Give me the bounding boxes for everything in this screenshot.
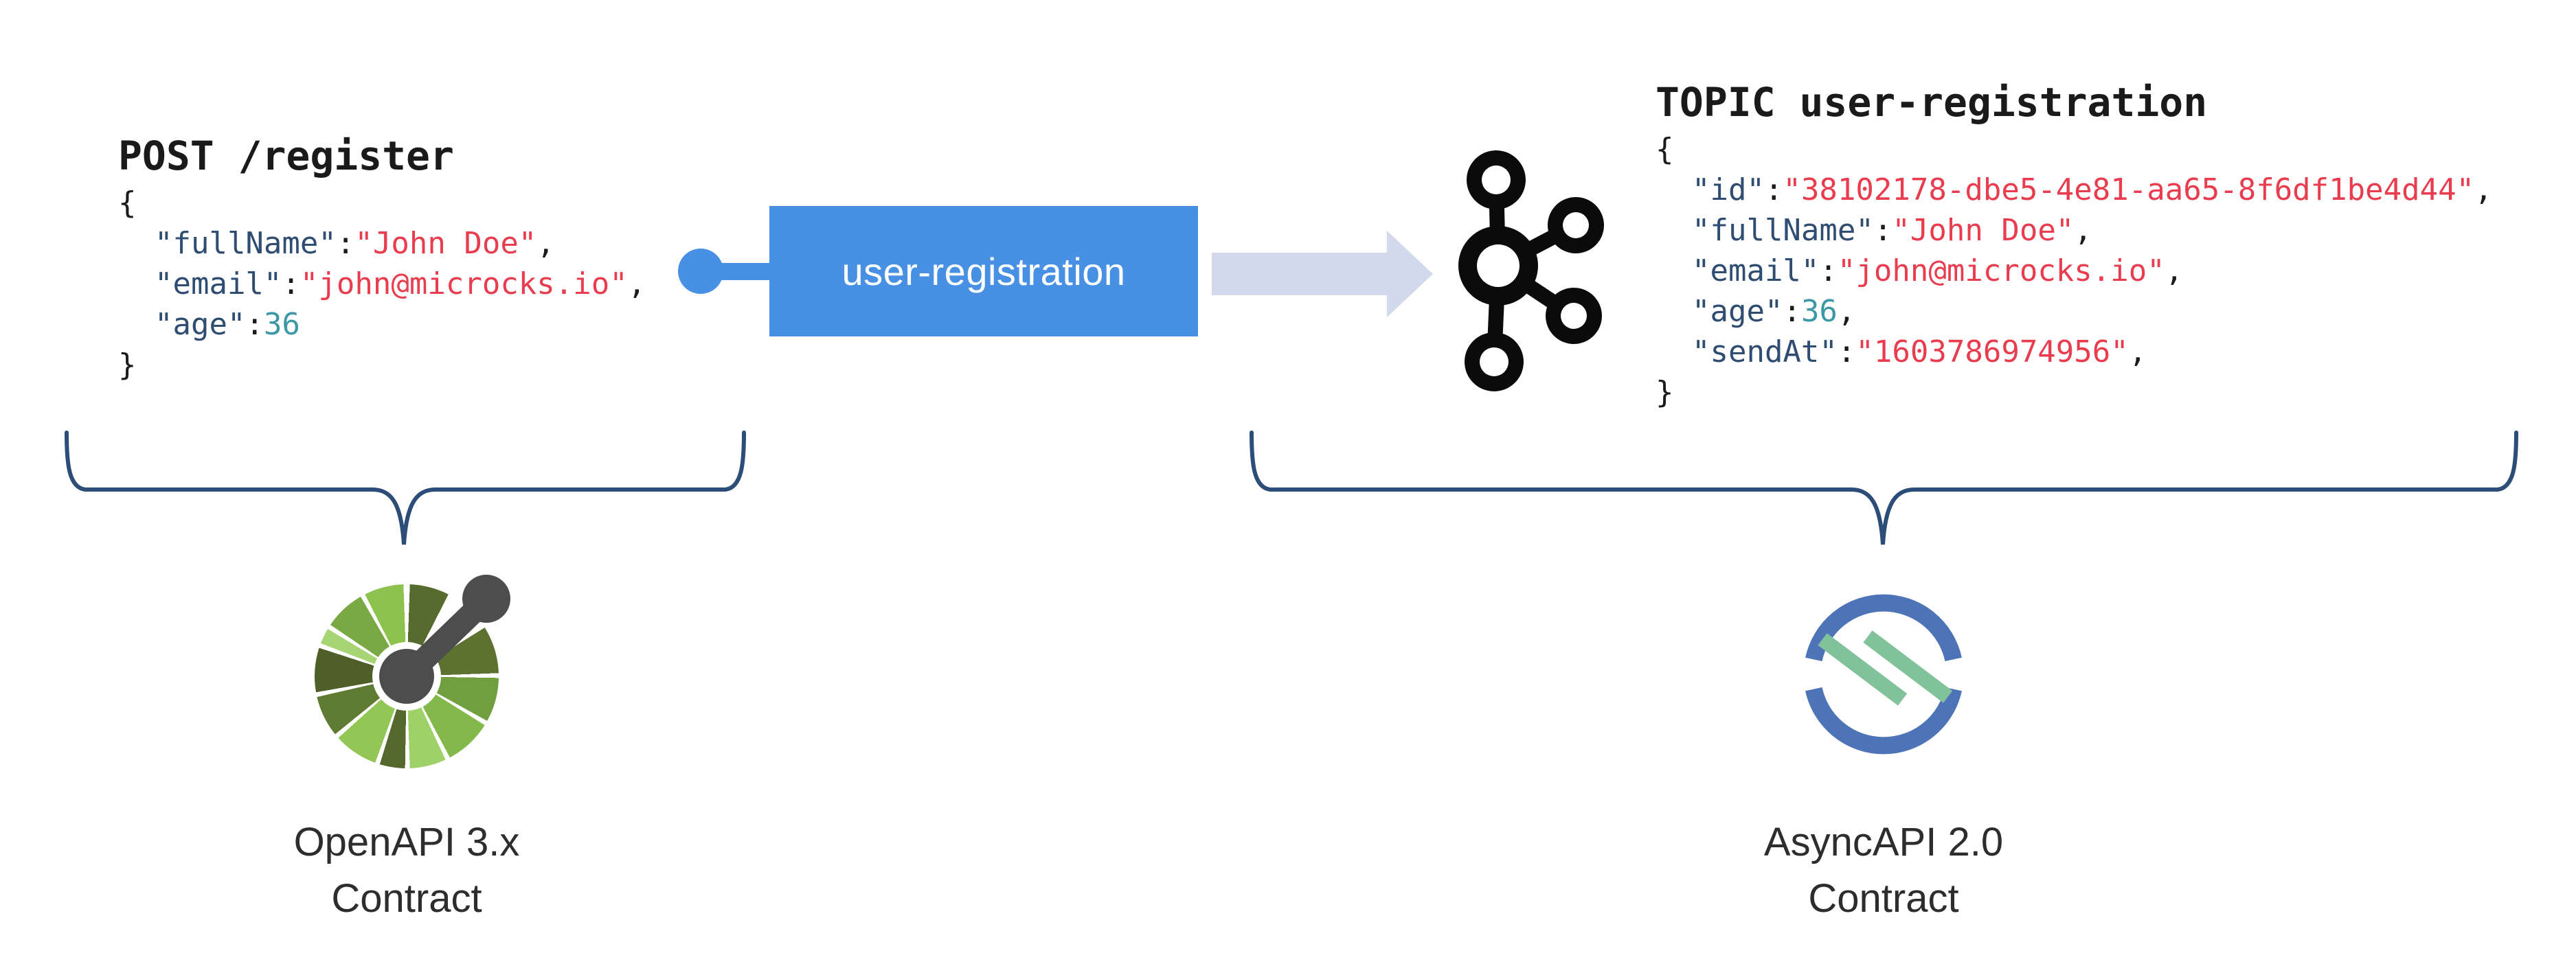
code-token-plain: :	[282, 266, 300, 301]
code-line: "fullName":"John Doe",	[1656, 210, 2493, 251]
code-token-plain: {	[118, 185, 137, 220]
code-token-string: "38102178-dbe5-4e81-aa65-8f6df1be4d44"	[1783, 172, 2475, 207]
code-token-plain	[118, 226, 155, 261]
asyncapi-label: AsyncAPI 2.0 Contract	[1643, 814, 2124, 927]
code-token-key: "email"	[154, 266, 282, 301]
code-token-plain: :	[1783, 294, 1801, 329]
code-token-plain: :	[1764, 172, 1783, 207]
code-line: "age":36,	[1656, 291, 2493, 332]
topic-brace	[1250, 431, 2518, 545]
code-token-plain: :	[245, 307, 264, 342]
code-token-string: "John Doe"	[354, 226, 537, 261]
code-line: "email":"john@microcks.io",	[1656, 251, 2493, 291]
topic-box: user-registration	[769, 206, 1198, 336]
code-line: {	[118, 183, 646, 223]
kafka-topic-title: TOPIC user-registration	[1656, 79, 2208, 126]
code-token-string: "1603786974956"	[1855, 334, 2129, 369]
code-token-key: "fullName"	[154, 226, 337, 261]
openapi-hub	[379, 649, 434, 704]
code-token-string: "john@microcks.io"	[300, 266, 628, 301]
code-token-plain: ,	[2165, 253, 2184, 288]
code-token-plain: ,	[2474, 172, 2493, 207]
code-line: "sendAt":"1603786974956",	[1656, 332, 2493, 372]
code-token-plain	[1656, 172, 1692, 207]
code-line: "fullName":"John Doe",	[118, 223, 646, 264]
code-token-key: "age"	[1691, 294, 1783, 329]
code-token-plain	[1656, 253, 1692, 288]
code-token-string: "john@microcks.io"	[1837, 253, 2165, 288]
code-line: {	[1656, 129, 2493, 170]
code-token-number: 36	[263, 307, 300, 342]
code-token-plain: :	[1819, 253, 1838, 288]
kafka-topic-json: { "id":"38102178-dbe5-4e81-aa65-8f6df1be…	[1656, 129, 2493, 413]
openapi-label: OpenAPI 3.x Contract	[166, 814, 647, 927]
code-token-key: "age"	[154, 307, 246, 342]
code-token-key: "id"	[1691, 172, 1765, 207]
code-line: "age":36	[118, 304, 646, 345]
code-line: }	[1656, 372, 2493, 413]
asyncapi-label-line1: AsyncAPI 2.0	[1763, 820, 2004, 864]
rest-request-json: { "fullName":"John Doe", "email":"john@m…	[118, 183, 646, 385]
endpoint-stem	[714, 263, 778, 280]
code-line: }	[118, 345, 646, 385]
code-token-number: 36	[1800, 294, 1838, 329]
code-line: "id":"38102178-dbe5-4e81-aa65-8f6df1be4d…	[1656, 170, 2493, 210]
kafka-icon	[1458, 150, 1604, 391]
asyncapi-label-line2: Contract	[1808, 876, 1959, 921]
code-token-plain: :	[1873, 213, 1893, 248]
code-line: "email":"john@microcks.io",	[118, 264, 646, 304]
openapi-handle-ball	[462, 575, 510, 623]
openapi-label-line1: OpenAPI 3.x	[293, 820, 520, 864]
request-brace	[65, 431, 746, 545]
code-token-plain	[118, 266, 155, 301]
code-token-key: "sendAt"	[1691, 334, 1838, 369]
code-token-plain: }	[1656, 375, 1674, 410]
rest-request-block: POST /register { "fullName":"John Doe", …	[118, 133, 646, 385]
openapi-logo-icon	[315, 575, 510, 768]
code-token-plain: ,	[2128, 334, 2147, 369]
right-arrow-icon	[1212, 231, 1433, 317]
code-token-plain: }	[118, 347, 137, 382]
code-token-key: "email"	[1691, 253, 1820, 288]
code-token-plain: ,	[1837, 294, 1856, 329]
code-token-plain	[118, 307, 155, 342]
code-token-plain	[1656, 294, 1692, 329]
topic-box-label: user-registration	[841, 249, 1126, 293]
code-token-string: "John Doe"	[1892, 213, 2075, 248]
code-token-plain: :	[336, 226, 355, 261]
code-token-plain	[1656, 213, 1692, 248]
kafka-topic-block: TOPIC user-registration { "id":"38102178…	[1656, 80, 2493, 413]
openapi-label-line2: Contract	[331, 876, 482, 921]
rest-request-title: POST /register	[118, 133, 454, 179]
code-token-plain: ,	[627, 266, 646, 301]
code-token-plain: ,	[2074, 213, 2092, 248]
code-token-plain: :	[1837, 334, 1856, 369]
code-token-key: "fullName"	[1691, 213, 1874, 248]
code-token-plain: ,	[536, 226, 555, 261]
asyncapi-logo-icon	[1805, 594, 1962, 755]
code-token-plain: {	[1656, 132, 1674, 167]
code-token-plain	[1656, 334, 1692, 369]
